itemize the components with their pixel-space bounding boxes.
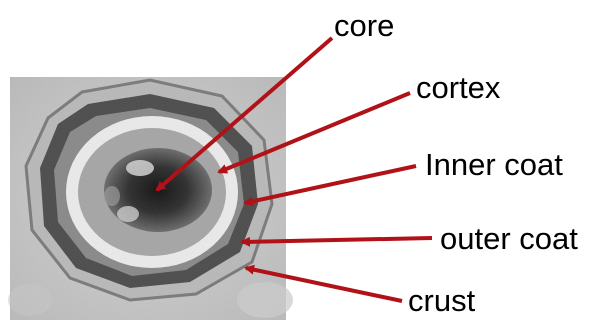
label-crust: crust [408, 283, 476, 318]
spore-micrograph-icon [8, 77, 293, 320]
label-cortex: cortex [416, 70, 501, 105]
label-outer-coat: outer coat [440, 221, 578, 256]
label-inner-coat: Inner coat [425, 147, 563, 182]
label-core: core [334, 8, 394, 43]
